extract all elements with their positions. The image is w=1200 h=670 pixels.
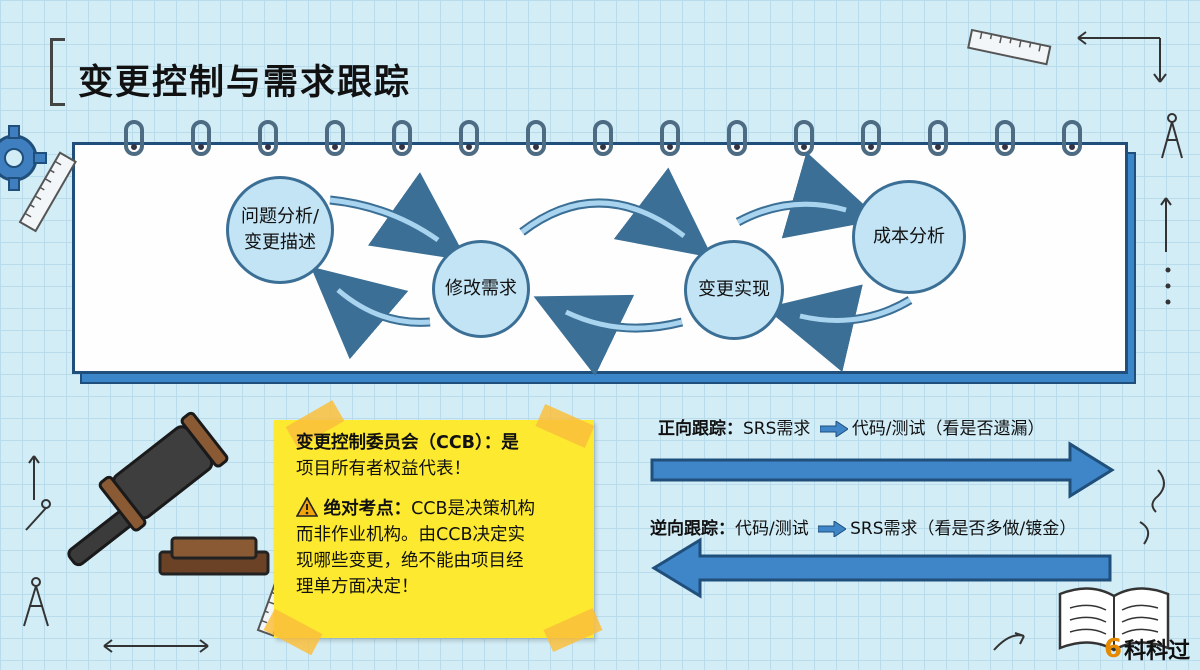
binder-ring (928, 120, 948, 156)
dot-decoration (1165, 267, 1171, 273)
ccb-line: 理单方面决定！ (296, 577, 419, 597)
binder-ring (459, 120, 479, 156)
double-arrow-icon (103, 639, 209, 653)
compass-icon (23, 577, 49, 627)
ccb-line: 项目所有者权益代表！ (296, 459, 471, 479)
line-decoration (25, 507, 47, 531)
squiggle-decoration (1139, 521, 1150, 545)
dot-decoration (41, 499, 51, 509)
flow-arrow-implement-to-cost (736, 201, 847, 225)
binder-ring (258, 120, 278, 156)
binder-ring (1062, 120, 1082, 156)
node-label: 问题分析/ (240, 205, 320, 227)
forward-trace-to: 代码/测试（看是否遗漏） (851, 419, 1045, 439)
binder-ring (526, 120, 546, 156)
binder-ring (593, 120, 613, 156)
logo-text: 科科过 (1124, 639, 1191, 664)
node-label: 修改需求 (445, 277, 517, 299)
flow-arrow-cost-to-implement (799, 297, 912, 323)
logo-mark: 6 (1104, 634, 1123, 664)
flow-arrow-implement-to-modify (564, 309, 683, 331)
compass-icon (1161, 113, 1183, 159)
forward-trace-label: 正向跟踪：SRS需求 代码/测试（看是否遗漏） (658, 414, 1045, 439)
ccb-line: 而非作业机构。由CCB决定实 (296, 525, 525, 545)
flow-arrow-modify-to-analysis (336, 288, 431, 325)
flow-arrow-modify-to-implement (520, 200, 686, 238)
ccb-sticky-note: 变更控制委员会（CCB）：是 项目所有者权益代表！ 绝对考点：CCB是决策机构 … (263, 400, 603, 656)
dot-decoration (1165, 283, 1171, 289)
ccb-text: 变更控制委员会（CCB）：是 项目所有者权益代表！ 绝对考点：CCB是决策机构 … (295, 430, 584, 600)
curly-arrow-icon (993, 632, 1025, 651)
backward-trace-to: SRS需求（看是否多做/镀金） (850, 519, 1077, 539)
arrow-left-icon (1077, 31, 1160, 45)
arrow-up-icon (28, 455, 40, 500)
ccb-line: 现哪些变更，绝不能由项目经 (296, 551, 524, 571)
binder-ring (124, 120, 144, 156)
flow-arrow-analysis-to-modify (329, 172, 468, 261)
squiggle-decoration (1151, 469, 1165, 513)
ccb-line: 变更控制委员会（CCB）：是 (296, 433, 519, 453)
book-icon (1058, 587, 1170, 652)
warning-icon (295, 496, 319, 517)
node-implement-change: 变更实现 (684, 240, 784, 340)
dot-decoration (1165, 299, 1171, 305)
backward-trace-title: 逆向跟踪： (650, 519, 735, 539)
binder-ring (727, 120, 747, 156)
ruler-icon (18, 151, 77, 233)
binder-ring (191, 120, 211, 156)
binder-ring (325, 120, 345, 156)
title-bracket (50, 38, 65, 106)
forward-trace-from: SRS需求 (743, 419, 811, 439)
exam-label: 绝对考点： (323, 499, 412, 519)
node-cost-analysis: 成本分析 (852, 180, 966, 294)
node-label: 变更描述 (243, 232, 316, 253)
ruler-icon (967, 28, 1052, 66)
binder-ring (995, 120, 1015, 156)
gear-icon (0, 125, 47, 191)
forward-trace-arrow (650, 441, 1115, 499)
page-title: 变更控制与需求跟踪 (78, 63, 412, 103)
arrow-right-icon (818, 521, 847, 537)
gavel-icon (67, 411, 270, 576)
arrow-down-icon (1153, 38, 1167, 83)
backward-trace-label: 逆向跟踪：代码/测试 SRS需求（看是否多做/镀金） (650, 514, 1076, 539)
node-problem-analysis: 问题分析/变更描述 (226, 176, 334, 284)
node-label: 变更实现 (698, 278, 770, 300)
flow-arrow-analysis-to-modify (329, 197, 440, 243)
binder-ring (392, 120, 412, 156)
arrow-up-icon (1160, 197, 1172, 252)
arrow-right-icon (819, 421, 848, 437)
backward-trace-arrow (651, 537, 1112, 599)
node-label: 成本分析 (873, 225, 945, 247)
binder-ring (660, 120, 680, 156)
node-modify-requirements: 修改需求 (432, 240, 530, 338)
ccb-line: CCB是决策机构 (411, 499, 536, 519)
forward-trace-title: 正向跟踪： (658, 419, 743, 439)
backward-trace-from: 代码/测试 (735, 519, 809, 539)
